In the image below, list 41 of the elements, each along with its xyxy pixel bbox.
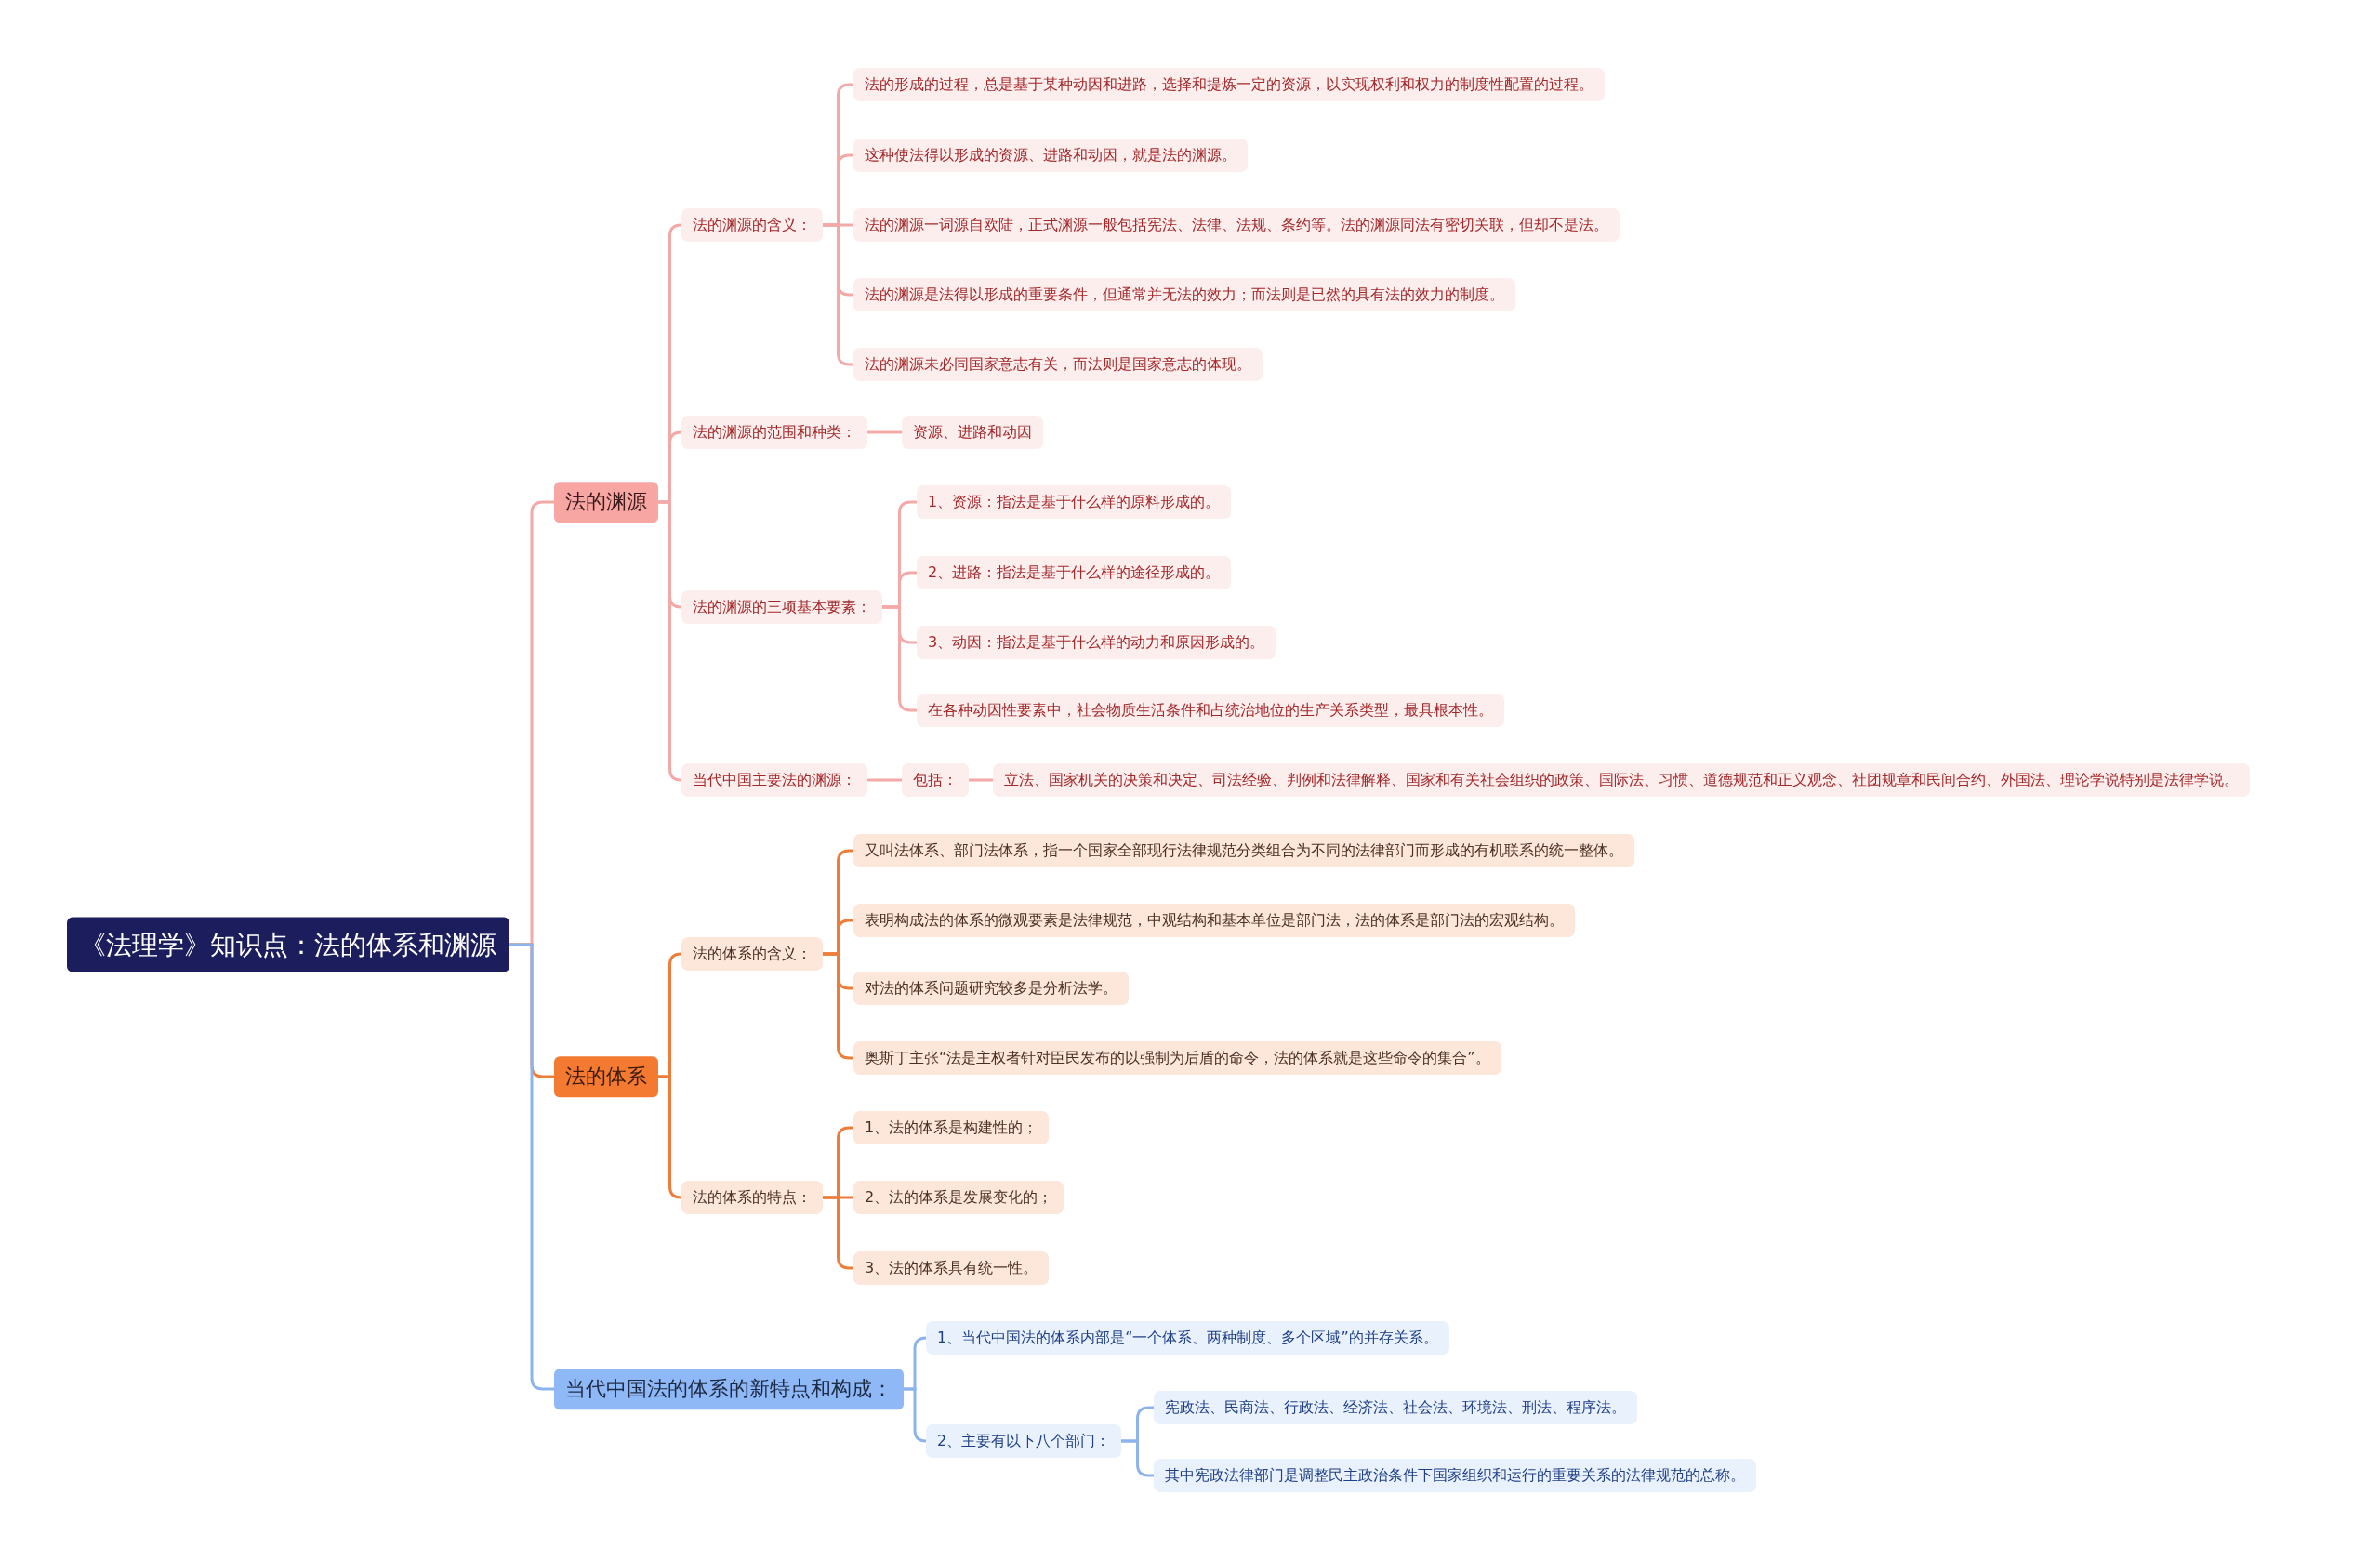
- subtopic: 法的体系的含义：: [681, 937, 823, 971]
- subtopic: 法的渊源是法得以形成的重要条件，但通常并无法的效力；而法则是已然的具有法的效力的制度。: [853, 278, 1515, 311]
- subtopic: 立法、国家机关的决策和决定、司法经验、判例和法律解释、国家和有关社会组织的政策、国际法、习惯、道德规范和正义观念、社团规章和民间合约、外国法、理论学说特别是法律学说。: [993, 763, 2250, 797]
- subtopic: 2、主要有以下八个部门：: [926, 1424, 1122, 1458]
- root-topic: 《法理学》知识点：法的体系和渊源: [67, 917, 509, 972]
- subtopic: 法的渊源的三项基本要素：: [681, 590, 882, 624]
- connector-line: [882, 605, 917, 712]
- connector-line: [904, 1387, 928, 1443]
- subtopic: 法的渊源未必同国家意志有关，而法则是国家意志的体现。: [853, 348, 1263, 381]
- subtopic: 3、法的体系具有统一性。: [853, 1251, 1050, 1285]
- subtopic: 奥斯丁主张“法是主权者针对臣民发布的以强制为后盾的命令，法的体系就是这些命令的集合”。: [853, 1041, 1501, 1075]
- subtopic: 其中宪政法律部门是调整民主政治条件下国家组织和运行的重要关系的法律规范的总称。: [1154, 1459, 1756, 1492]
- subtopic: 法的体系的特点：: [681, 1181, 823, 1214]
- subtopic: 当代中国主要法的渊源：: [681, 763, 867, 797]
- subtopic: 法的渊源的范围和种类：: [681, 416, 867, 449]
- subtopic: 法的渊源的含义：: [681, 208, 823, 242]
- subtopic: 法的渊源一词源自欧陆，正式渊源一般包括宪法、法律、法规、条约等。法的渊源同法有密切关联，但却不是法。: [853, 208, 1620, 242]
- branch-topic: 当代中国法的体系的新特点和构成：: [554, 1369, 904, 1409]
- connector-line: [867, 430, 902, 434]
- subtopic: 这种使法得以形成的资源、进路和动因，就是法的渊源。: [853, 139, 1248, 172]
- subtopic: 宪政法、民商法、行政法、经济法、社会法、环境法、刑法、程序法。: [1154, 1391, 1637, 1424]
- subtopic: 对法的体系问题研究较多是分析法学。: [853, 972, 1129, 1005]
- subtopic: 2、法的体系是发展变化的；: [853, 1181, 1064, 1214]
- connector-line: [658, 1075, 682, 1199]
- subtopic: 法的形成的过程，总是基于某种动因和进路，选择和提炼一定的资源，以实现权利和权力的制度性配置的过程。: [853, 68, 1605, 101]
- connector-line: [867, 778, 902, 782]
- subtopic: 1、资源：指法是基于什么样的原料形成的。: [917, 485, 1232, 519]
- subtopic: 表明构成法的体系的微观要素是法律规范，中观结构和基本单位是部门法，法的体系是部门法的宏观结构。: [853, 904, 1575, 937]
- subtopic: 3、动因：指法是基于什么样的动力和原因形成的。: [917, 626, 1276, 659]
- subtopic: 包括：: [902, 763, 969, 797]
- subtopic: 1、法的体系是构建性的；: [853, 1111, 1050, 1144]
- connector-line: [1121, 1439, 1154, 1477]
- subtopic: 资源、进路和动因: [902, 416, 1043, 449]
- connector-line: [509, 943, 554, 1391]
- connector-line: [969, 778, 993, 782]
- subtopic: 2、进路：指法是基于什么样的途径形成的。: [917, 556, 1232, 589]
- branch-topic: 法的体系: [554, 1056, 658, 1097]
- subtopic: 又叫法体系、部门法体系，指一个国家全部现行法律规范分类组合为不同的法律部门而形成的有机联系的统一整体。: [853, 834, 1634, 867]
- subtopic: 在各种动因性要素中，社会物质生活条件和占统治地位的生产关系类型，最具根本性。: [917, 694, 1504, 727]
- branch-topic: 法的渊源: [554, 482, 658, 523]
- subtopic: 1、当代中国法的体系内部是“一个体系、两种制度、多个区域”的并存关系。: [926, 1321, 1449, 1355]
